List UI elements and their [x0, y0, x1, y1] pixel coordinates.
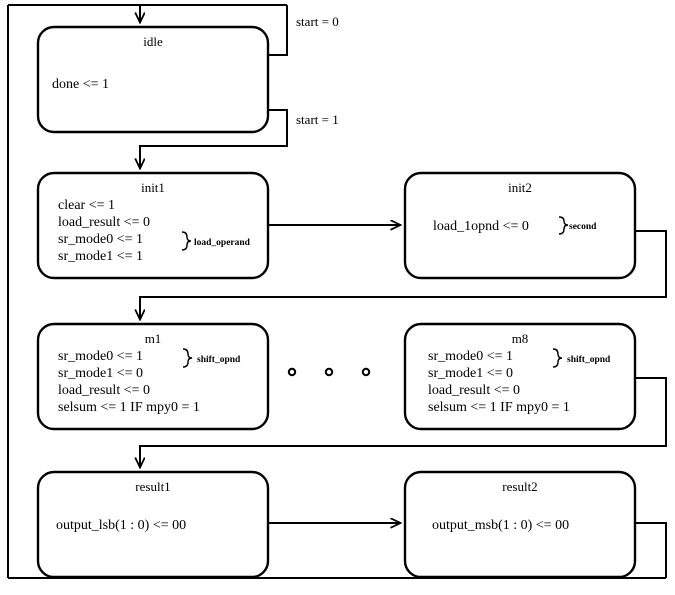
state-m1-brace-icon	[182, 348, 193, 368]
transition-idle-self	[140, 5, 288, 56]
state-idle-action-0: done <= 1	[52, 77, 109, 92]
state-init2-brace-icon	[558, 216, 569, 235]
state-idle-box[interactable]	[36, 25, 270, 134]
state-m1-action-1: sr_mode1 <= 0	[58, 366, 143, 381]
state-init1[interactable]: init1 clear <= 1 load_result <= 0 sr_mod…	[36, 171, 270, 280]
state-init1-brace-icon	[181, 231, 192, 251]
state-init1-box[interactable]	[36, 171, 270, 280]
state-result1-name: result1	[135, 479, 170, 494]
state-init1-action-2: sr_mode0 <= 1	[58, 232, 143, 247]
transition-m8-result1	[140, 377, 667, 467]
state-result1-box[interactable]	[36, 470, 270, 579]
state-m8[interactable]: m8 sr_mode0 <= 1 sr_mode1 <= 0 load_resu…	[403, 322, 637, 431]
state-m1-action-0: sr_mode0 <= 1	[58, 349, 143, 364]
state-result1[interactable]: result1 output_lsb(1 : 0) <= 00	[36, 470, 270, 579]
state-m8-brace-icon	[552, 348, 563, 368]
state-m8-box[interactable]	[403, 322, 637, 431]
state-result1-action-0: output_lsb(1 : 0) <= 00	[56, 518, 186, 533]
state-init1-action-0: clear <= 1	[58, 198, 115, 213]
m-states-ellipsis-icon	[287, 367, 371, 377]
state-result2-name: result2	[502, 479, 537, 494]
state-m8-action-3: selsum <= 1 IF mpy0 = 1	[428, 400, 570, 415]
state-init2-action-0: load_1opnd <= 0	[433, 219, 529, 234]
transition-label-start-0: start = 0	[296, 14, 339, 29]
state-m8-name: m8	[512, 331, 529, 346]
state-init2-brace-label: second	[569, 222, 597, 232]
state-m1-brace-label: shift_opnd	[197, 355, 241, 365]
state-init2[interactable]: init2 load_1opnd <= 0 second	[403, 171, 637, 280]
state-m8-action-1: sr_mode1 <= 0	[428, 366, 513, 381]
transition-wires	[140, 5, 667, 523]
state-init2-name: init2	[508, 180, 532, 195]
transition-label-start-1: start = 1	[296, 112, 339, 127]
state-m8-action-2: load_result <= 0	[428, 383, 520, 398]
state-m8-brace-label: shift_opnd	[567, 355, 611, 365]
state-m1-action-3: selsum <= 1 IF mpy0 = 1	[58, 400, 200, 415]
state-result2-action-0: output_msb(1 : 0) <= 00	[432, 518, 569, 533]
state-m1-box[interactable]	[36, 322, 270, 431]
state-init1-action-1: load_result <= 0	[58, 215, 150, 230]
state-result2-box[interactable]	[403, 470, 637, 579]
state-m8-action-0: sr_mode0 <= 1	[428, 349, 513, 364]
state-init2-box[interactable]	[403, 171, 637, 280]
state-idle[interactable]: idle done <= 1	[36, 25, 270, 134]
state-result2[interactable]: result2 output_msb(1 : 0) <= 00	[403, 470, 637, 579]
state-init1-brace-label: load_operand	[194, 238, 251, 248]
state-m1-name: m1	[145, 331, 162, 346]
transition-idle-init1	[140, 109, 288, 168]
state-idle-name: idle	[143, 34, 163, 49]
transition-init2-m1	[140, 230, 667, 319]
state-init1-action-3: sr_mode1 <= 1	[58, 249, 143, 264]
state-m1-action-2: load_result <= 0	[58, 383, 150, 398]
state-init1-name: init1	[141, 180, 165, 195]
state-m1[interactable]: m1 sr_mode0 <= 1 sr_mode1 <= 0 load_resu…	[36, 322, 270, 431]
